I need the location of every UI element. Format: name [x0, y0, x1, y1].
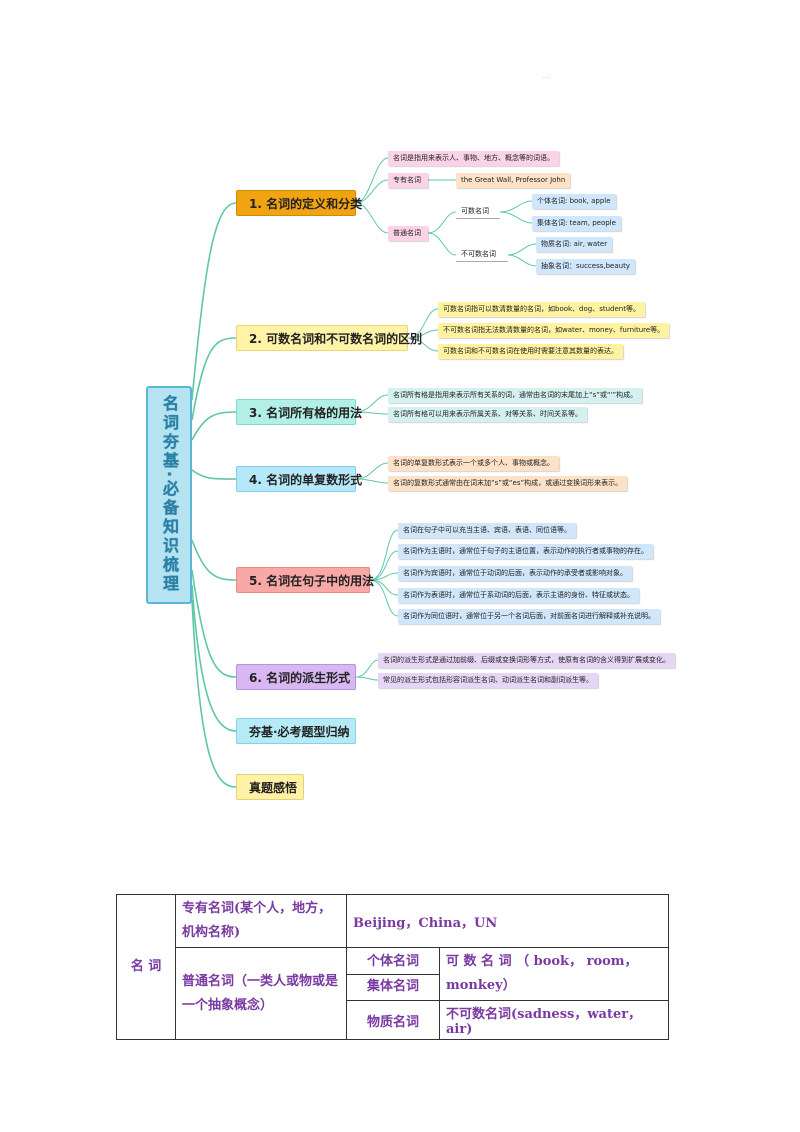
leaf-c5-subject: 名词作为主语时，通常位于句子的主语位置，表示动作的执行者或事物的存在。 [398, 544, 653, 559]
link-c7 [191, 584, 237, 732]
leaf-c4-plural-form: 名词的复数形式通常由在词末加“s”或“es”构成，或通过变换词形来表示。 [388, 476, 628, 491]
link-c5-2 [369, 550, 399, 581]
mind-map-links [191, 157, 537, 788]
leaf-c5-predicative: 名词作为表语时，通常位于系动词的后面，表示主语的身份、特征或状态。 [398, 588, 639, 603]
link-c2-1 [407, 308, 439, 339]
leaf-proper-noun: 专有名词 [388, 173, 428, 188]
leaf-c2-uncountable: 不可数名词指无法数清数量的名词，如water、money、furniture等。 [438, 323, 670, 338]
collective-noun-label: 集体名词 [366, 978, 419, 994]
link-c2-3 [407, 337, 439, 352]
link-abstract [507, 254, 537, 267]
leaf-c5-roles: 名词在句子中可以充当主语、宾语、表语、同位语等。 [398, 523, 576, 538]
countable-types-cell: 个体名词 集体名词 [346, 947, 440, 1001]
leaf-uncountable: 不可数名词 [456, 247, 508, 262]
category-possessive[interactable]: 3. 名词所有格的用法 [236, 399, 362, 425]
link-c8 [191, 599, 237, 788]
category-derivation[interactable]: 6. 名词的派生形式 [236, 664, 356, 690]
root-title: 名词夯基·必备知识梳理 [160, 395, 179, 595]
common-noun-label: 普通名词（一类人或物或是一个抽象概念） [175, 947, 347, 1040]
proper-noun-examples: Beijing，China，UN [346, 894, 669, 948]
leaf-c6-definition: 名词的派生形式是通过加前缀、后缀或变换词形等方式，使原有名词的含义得到扩展或变化… [378, 653, 675, 668]
link-c6-1 [355, 659, 379, 678]
uncountable-examples: 不可数名词(sadness，water，air) [439, 1000, 669, 1040]
link-c5-5 [369, 579, 399, 617]
category-singular-plural[interactable]: 4. 名词的单复数形式 [236, 466, 362, 492]
individual-noun-label: 个体名词 [347, 950, 439, 975]
table-side-label: 名 词 [116, 894, 176, 1040]
category-definition[interactable]: 1. 名词的定义和分类 [236, 190, 362, 216]
link-c3 [191, 411, 237, 441]
link-c1 [191, 202, 237, 401]
link-c4-2 [355, 478, 389, 484]
leaf-proper-example: the Great Wall, Professor John [456, 173, 571, 188]
link-c3-1 [355, 394, 389, 413]
leaf-c3-relations: 名词所有格可以用来表示所属关系、对等关系、时间关系等。 [388, 407, 587, 422]
leaf-abstract-noun: 抽象名词：success,beauty [536, 259, 635, 274]
category-countable-difference[interactable]: 2. 可数名词和不可数名词的区别 [236, 325, 422, 351]
link-c3-2 [355, 411, 389, 415]
link-uncountable [427, 232, 457, 256]
leaf-c5-object: 名词作为宾语时，通常位于动词的后面，表示动作的承受者或影响对象。 [398, 566, 632, 581]
leaf-c2-quantity: 可数名词和不可数名词在使用时需要注意其数量的表达。 [438, 344, 623, 359]
link-c5-1 [369, 529, 399, 581]
proper-noun-label: 专有名词(某个人，地方，机构名称) [175, 894, 347, 948]
link-material [507, 243, 537, 256]
noun-classification-table: 名 词 专有名词(某个人，地方，机构名称) Beijing，China，UN 普… [116, 894, 669, 1040]
leaf-c6-common-forms: 常见的派生形式包括形容词派生名词、动词派生名词和副词派生等。 [378, 673, 598, 688]
material-noun-label: 物质名词 [346, 1000, 440, 1040]
link-c1-common [355, 202, 389, 234]
leaf-c4-meaning: 名词的单复数形式表示一个或多个人、事物或概念。 [388, 456, 559, 471]
mind-map-root: 名词夯基·必备知识梳理 [146, 386, 192, 604]
category-real-questions[interactable]: 真题感悟 [236, 774, 304, 800]
leaf-common-noun: 普通名词 [388, 226, 428, 241]
leaf-material-noun: 物质名词: air, water [536, 237, 613, 252]
link-c6-2 [355, 676, 379, 681]
link-c1-definition [355, 157, 389, 204]
link-c5 [191, 539, 237, 581]
link-c1-proper [355, 179, 389, 204]
leaf-countable: 可数名词 [456, 204, 500, 219]
leaf-collective-noun: 集体名词: team, people [532, 216, 621, 231]
countable-examples: 可 数 名 词 （ book， room，monkey） [439, 947, 669, 1001]
link-individual [499, 200, 533, 213]
leaf-c2-countable: 可数名词指可以数清数量的名词，如book、dog、student等。 [438, 302, 645, 317]
corner-dots: · · [543, 75, 549, 82]
mind-map: · · 名词夯基·必备知识梳理 1. 名词的定义和分类 2. 可数名词和不可数名… [146, 75, 675, 800]
leaf-c3-definition: 名词所有格是指用来表示所有关系的词，通常由名词的末尾加上“s”或“'”构成。 [388, 388, 643, 403]
link-c6 [191, 569, 237, 678]
link-c4-1 [355, 462, 389, 480]
link-c4 [191, 469, 237, 480]
category-sentence-usage[interactable]: 5. 名词在句子中的用法 [236, 567, 374, 593]
leaf-c5-appositive: 名词作为同位语时，通常位于另一个名词后面，对前面名词进行解释或补充说明。 [398, 609, 660, 624]
category-question-types[interactable]: 夯基·必考题型归纳 [236, 718, 356, 744]
link-collective [499, 211, 533, 224]
link-c2 [191, 337, 237, 421]
leaf-definition: 名词是指用来表示人、事物、地方、概念等的词语。 [388, 151, 559, 166]
link-countable [427, 211, 457, 234]
leaf-individual-noun: 个体名词: book, apple [532, 194, 616, 209]
